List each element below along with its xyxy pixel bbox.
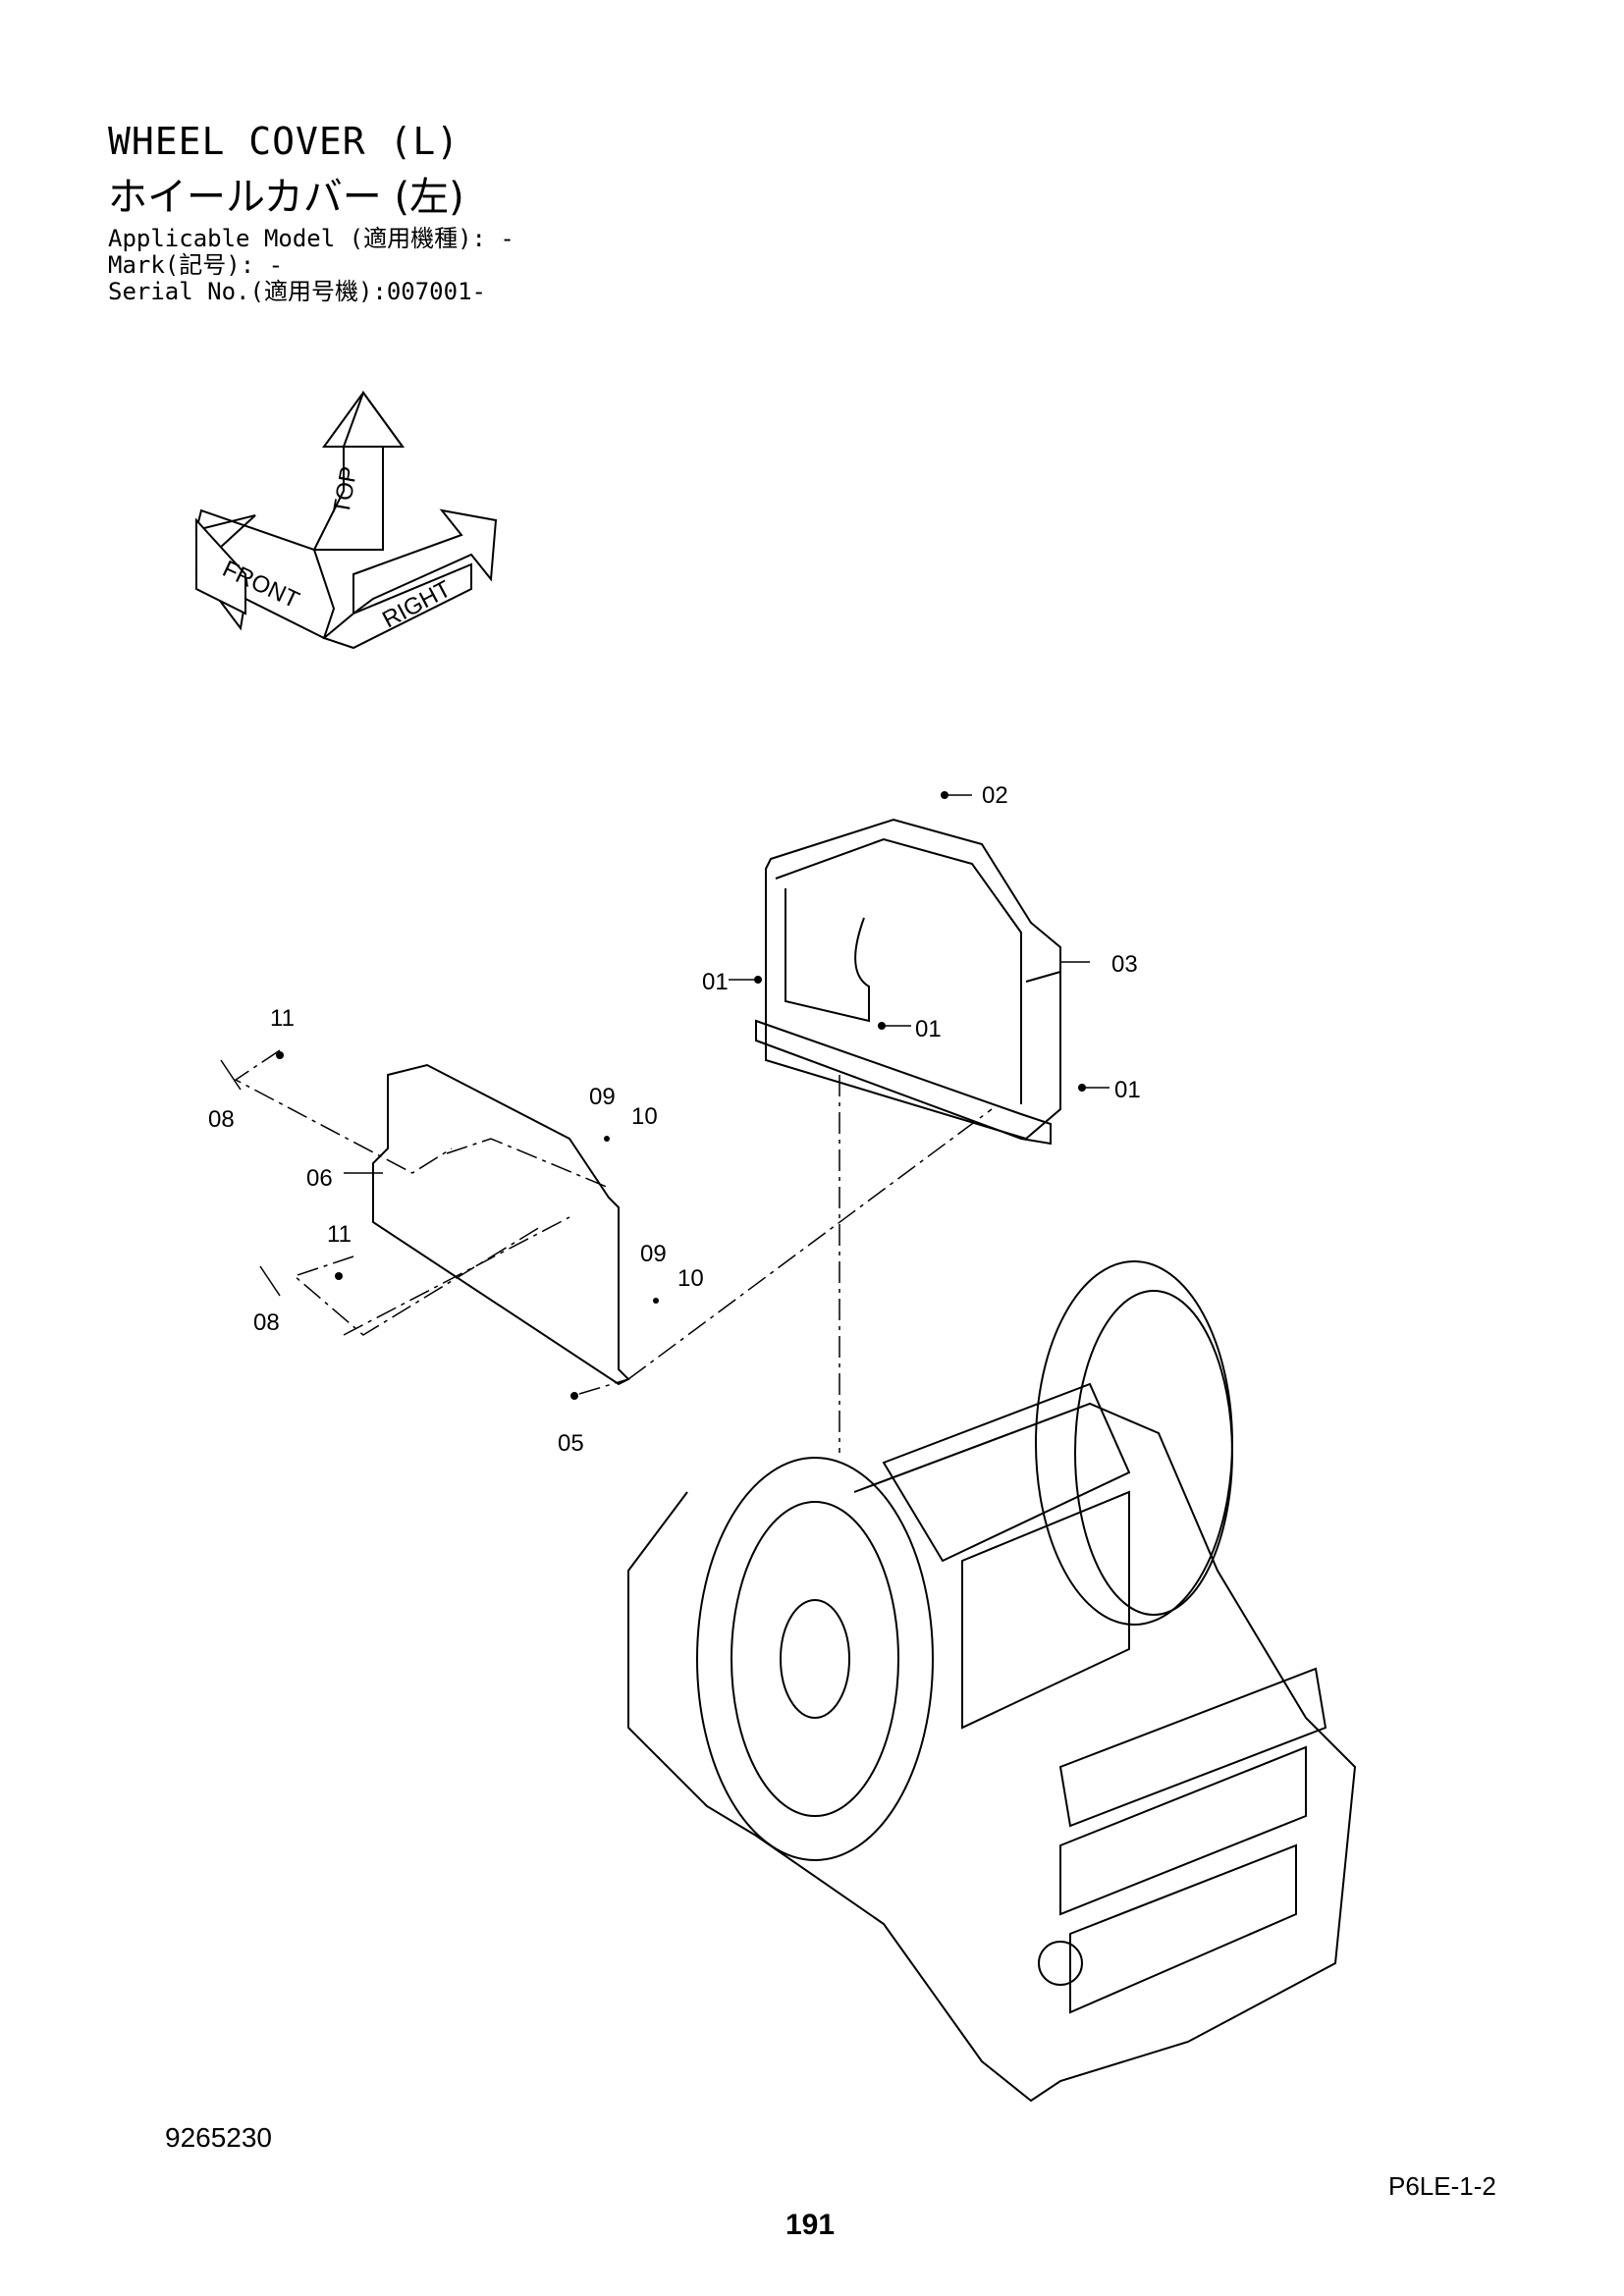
callout-10: 10 — [631, 1103, 658, 1130]
callout-10: 10 — [677, 1265, 704, 1292]
callout-09: 09 — [640, 1241, 667, 1267]
callout-11: 11 — [327, 1221, 352, 1248]
applicable-model: Applicable Model (適用機種): - — [108, 225, 514, 252]
serial-number: Serial No.(適用号機):007001- — [108, 278, 486, 305]
callout-06: 06 — [306, 1165, 333, 1192]
fastener-markers — [276, 791, 1086, 1400]
callout-05: 05 — [558, 1430, 584, 1457]
part-03-cover — [755, 818, 1061, 1146]
mark: Mark(記号): - — [108, 251, 284, 279]
callout-01: 01 — [1114, 1077, 1141, 1103]
callout-09: 09 — [589, 1084, 616, 1110]
page-title-japanese: ホイールカバー (左) — [108, 175, 464, 220]
orientation-indicator: TOP FRONT RIGHT — [194, 390, 498, 650]
drawing-number: 9265230 — [165, 2122, 273, 2153]
callout-11: 11 — [270, 1005, 295, 1032]
part-06-cover-plate — [372, 1063, 630, 1386]
page-number: 191 — [785, 2209, 836, 2241]
assembly-lines — [234, 1049, 993, 1453]
callout-03: 03 — [1111, 951, 1138, 978]
leader-lines — [220, 794, 1110, 1297]
page-title: WHEEL COVER (L) — [108, 120, 460, 163]
catalog-code: P6LE-1-2 — [1388, 2171, 1496, 2201]
callout-08: 08 — [208, 1106, 235, 1133]
callout-02: 02 — [982, 782, 1008, 809]
callout-01: 01 — [915, 1016, 942, 1042]
callout-08: 08 — [253, 1309, 280, 1336]
callout-01: 01 — [702, 969, 729, 995]
engine-assembly — [627, 1260, 1357, 2103]
